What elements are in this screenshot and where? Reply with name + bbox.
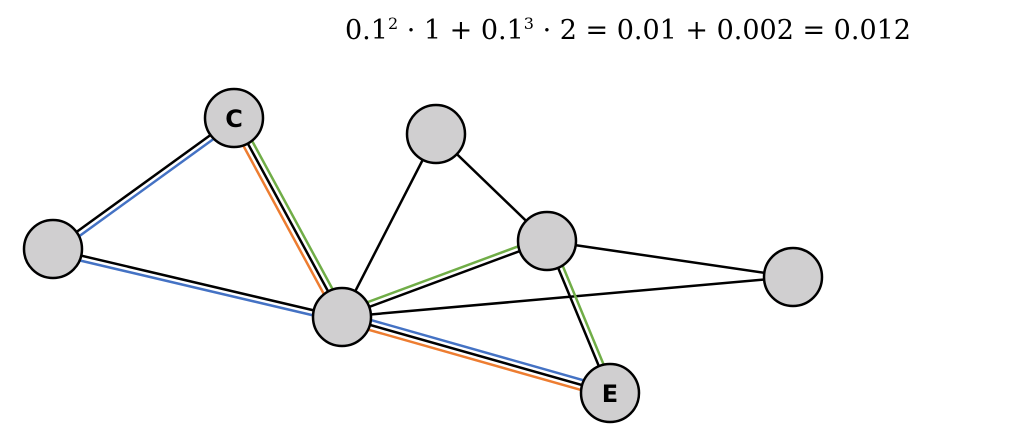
eq-term: · 1 + 0.1 [398,15,524,46]
edge-M-R [341,239,548,319]
node-circle [203,87,265,149]
node-E: E [579,362,641,424]
node-label: C [225,105,243,133]
node-L [22,218,84,280]
node-circle [22,218,84,280]
path-orange-C-M [228,119,339,320]
node-C: C [203,87,265,149]
edge-T-M [340,133,438,318]
path-blue-L-M [51,252,342,324]
path-orange-M-E [340,320,609,400]
eq-exponent: 3 [523,14,534,33]
node-circle [762,246,824,308]
node-T [405,103,467,165]
edge-M-F [341,275,794,319]
edge-C-M [232,117,344,318]
nodes: CE [22,87,824,424]
node-F [762,246,824,308]
path-blue-M-E [343,310,612,390]
node-label: E [602,380,618,408]
path-green-M-R [339,235,546,314]
probability-equation: 0.12 · 1 + 0.13 · 2 = 0.01 + 0.002 = 0.0… [345,14,911,46]
edge-C-L [52,116,235,251]
node-M [311,286,373,348]
eq-exponent: 2 [387,14,399,33]
edge-R-F [546,239,794,279]
node-circle [579,362,641,424]
eq-term: 0.1 [345,15,388,46]
edge-L-M [52,247,343,319]
path-green-C-M [237,115,348,316]
node-circle [516,210,578,272]
path-blue-C-L [55,121,238,255]
node-circle [405,103,467,165]
node-circle [311,286,373,348]
eq-term: · 2 = 0.01 + 0.002 = 0.012 [533,15,911,46]
edge-M-E [341,315,611,395]
node-R [516,210,578,272]
